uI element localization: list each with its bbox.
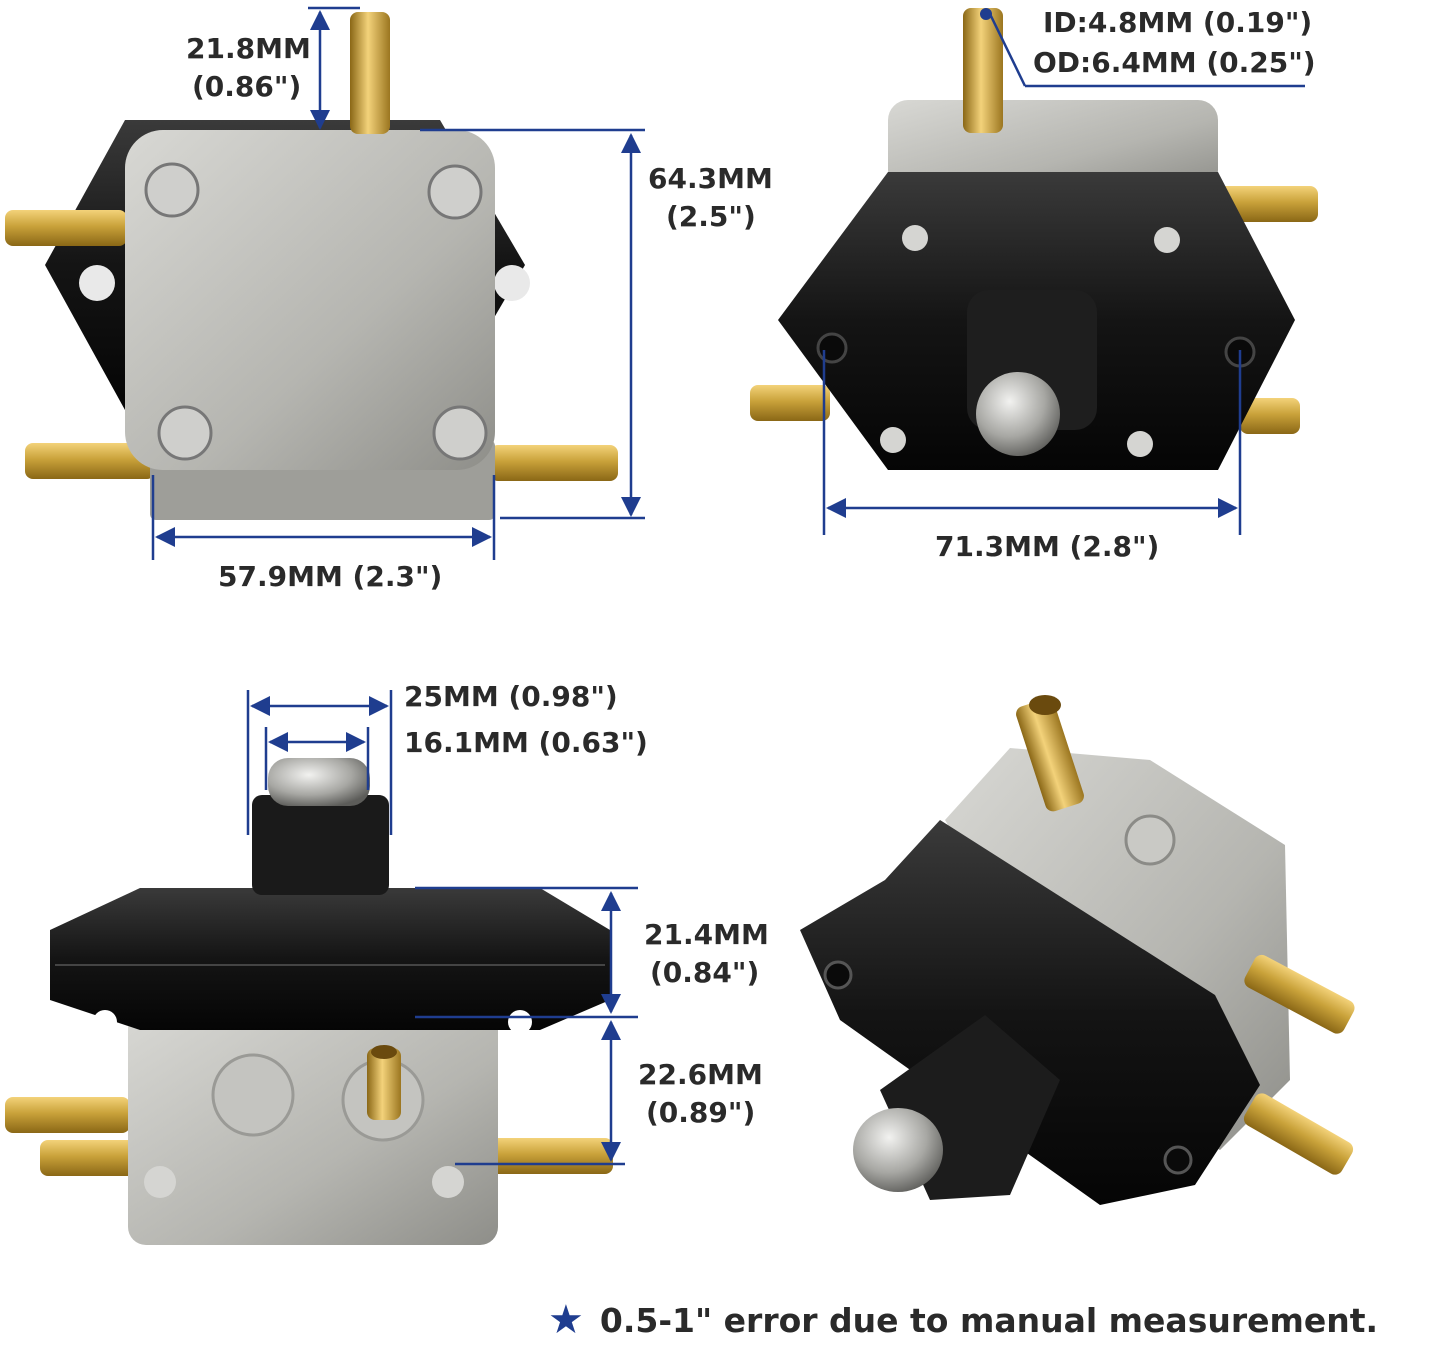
mount-hole bbox=[494, 265, 530, 301]
mount-hole bbox=[508, 1010, 532, 1034]
steel-plunger bbox=[268, 758, 370, 806]
label-pump-height-inch: (2.5") bbox=[666, 200, 756, 233]
silver-body bbox=[128, 1010, 498, 1245]
brass-port bbox=[1243, 1093, 1354, 1175]
screw-icon bbox=[144, 1166, 176, 1198]
mount-hole bbox=[823, 960, 853, 990]
brass-port bbox=[490, 445, 618, 481]
brass-port bbox=[5, 1097, 130, 1133]
label-top-tube-mm: 21.8MM bbox=[186, 32, 311, 65]
port-boss bbox=[211, 1053, 295, 1137]
star-icon: ★ bbox=[548, 1297, 584, 1343]
pump-isometric-view bbox=[800, 695, 1355, 1205]
screw-icon bbox=[432, 405, 488, 461]
brass-nipple bbox=[367, 1048, 401, 1120]
label-flange-width: 71.3MM (2.8") bbox=[935, 530, 1159, 563]
dimension-lines-front bbox=[151, 6, 645, 560]
label-body-width: 57.9MM (2.3") bbox=[218, 560, 442, 593]
nipple-opening bbox=[1029, 695, 1061, 715]
screw-icon bbox=[157, 405, 213, 461]
brass-port bbox=[750, 385, 830, 421]
label-shaft-inner: 16.1MM (0.63") bbox=[404, 726, 648, 759]
mount-hole bbox=[816, 332, 848, 364]
screw-icon bbox=[902, 225, 928, 251]
label-hose-id: ID:4.8MM (0.19") bbox=[1043, 6, 1312, 39]
label-body-thickness-inch: (0.89") bbox=[646, 1096, 755, 1129]
brass-port bbox=[485, 1138, 613, 1174]
label-top-tube-inch: (0.86") bbox=[192, 70, 301, 103]
screw-icon bbox=[427, 164, 483, 220]
label-shaft-outer: 25MM (0.98") bbox=[404, 680, 618, 713]
brass-nipple bbox=[350, 12, 390, 134]
steel-plunger bbox=[853, 1108, 943, 1192]
brass-port bbox=[1244, 954, 1355, 1034]
nipple-opening bbox=[371, 1045, 397, 1059]
screw-icon bbox=[144, 162, 200, 218]
brass-port bbox=[25, 443, 155, 479]
mount-hole bbox=[93, 1010, 117, 1034]
mount-hole bbox=[1163, 1145, 1193, 1175]
screw-icon bbox=[1124, 814, 1176, 866]
screw-icon bbox=[880, 427, 906, 453]
dimension-lines-side bbox=[246, 690, 638, 1166]
measurement-footnote: ★ 0.5-1" error due to manual measurement… bbox=[548, 1300, 1378, 1340]
label-pump-height-mm: 64.3MM bbox=[648, 162, 773, 195]
label-body-thickness-mm: 22.6MM bbox=[638, 1058, 763, 1091]
dimension-lines-back bbox=[822, 8, 1305, 535]
screw-icon bbox=[1127, 431, 1153, 457]
black-flange bbox=[50, 888, 610, 1030]
dimension-labels: 21.8MM (0.86") 64.3MM (2.5") 57.9MM (2.3… bbox=[186, 6, 1316, 1129]
black-flange bbox=[800, 820, 1260, 1205]
pump-side-view bbox=[5, 758, 613, 1245]
steel-plunger bbox=[976, 372, 1060, 456]
pump-back-view bbox=[750, 8, 1318, 470]
brass-port bbox=[1240, 398, 1300, 434]
label-hose-od: OD:6.4MM (0.25") bbox=[1033, 46, 1316, 79]
shaft-housing bbox=[252, 795, 389, 895]
brass-nipple bbox=[1016, 698, 1084, 812]
pump-front-view bbox=[5, 12, 618, 520]
label-flange-thickness-inch: (0.84") bbox=[650, 956, 759, 989]
screw-icon bbox=[1154, 227, 1180, 253]
brass-port bbox=[5, 210, 127, 246]
label-flange-thickness-mm: 21.4MM bbox=[644, 918, 769, 951]
mount-hole bbox=[79, 265, 115, 301]
silver-cover bbox=[125, 130, 495, 470]
brass-nipple bbox=[963, 8, 1003, 133]
brass-port bbox=[40, 1140, 140, 1176]
footnote-text: 0.5-1" error due to manual measurement. bbox=[599, 1300, 1379, 1340]
screw-icon bbox=[432, 1166, 464, 1198]
